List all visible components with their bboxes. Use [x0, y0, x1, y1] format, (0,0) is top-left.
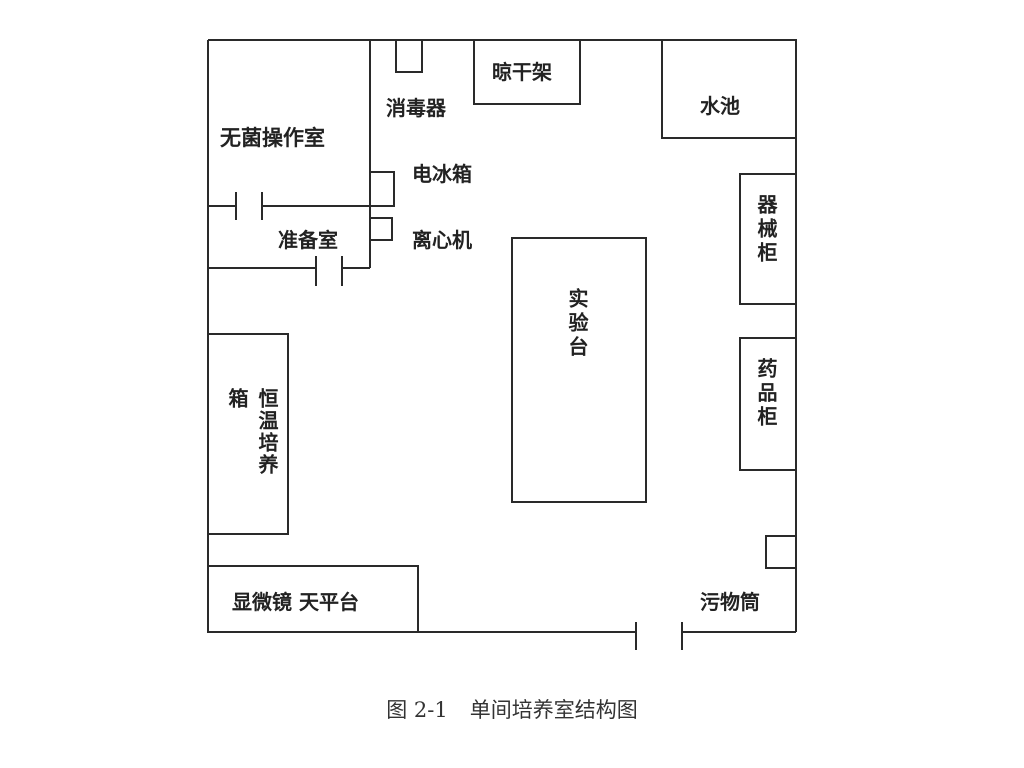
chemical-cabinet-box [739, 337, 797, 471]
waste-bin-box [765, 535, 797, 569]
lab-bench-label: 实验台 [565, 288, 589, 360]
figure-title: 单间培养室结构图 [469, 698, 638, 722]
fridge-box [370, 171, 395, 207]
incubator-box [207, 333, 289, 535]
microscope-bench-label: 显微镜 天平台 [232, 590, 359, 614]
instrument-cabinet-box [739, 173, 797, 305]
chemical-cabinet-label: 药品柜 [754, 358, 778, 430]
incubator-label: 恒温培养箱 [225, 388, 279, 476]
centrifuge-box [370, 217, 393, 241]
fridge-label: 电冰箱 [412, 162, 472, 186]
microscope-bench-box [207, 565, 419, 633]
prep-room-label: 准备室 [278, 228, 338, 252]
drying-rack-label: 晾干架 [492, 60, 552, 84]
lab-bench-box [511, 237, 647, 503]
sink-box [661, 39, 797, 139]
instrument-cabinet-label: 器械柜 [754, 194, 778, 266]
waste-bin-label: 污物筒 [700, 590, 760, 614]
drying-rack-box [473, 39, 581, 105]
sterilizer-label: 消毒器 [386, 96, 446, 120]
sink-label: 水池 [700, 94, 740, 118]
figure-number: 图 2-1 [386, 698, 448, 722]
figure-caption: 图 2-1 单间培养室结构图 [0, 694, 1024, 724]
centrifuge-label: 离心机 [412, 228, 472, 252]
sterile-room-label: 无菌操作室 [220, 126, 325, 150]
sterilizer-box [395, 39, 423, 73]
